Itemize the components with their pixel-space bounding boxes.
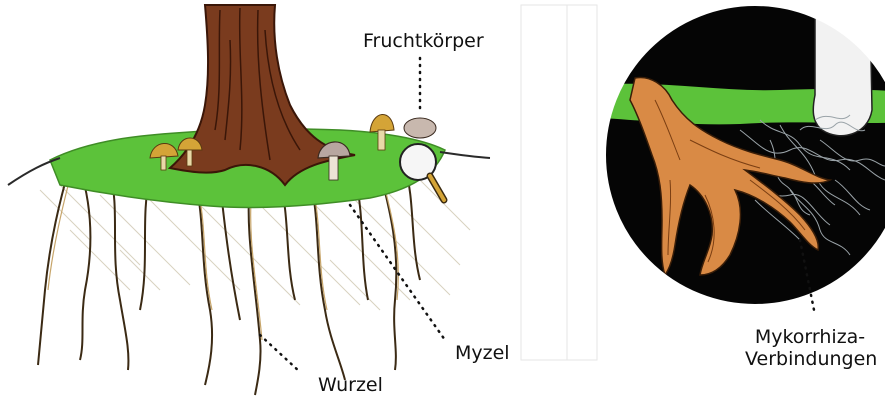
label-mycorrhiza: Mykorrhiza- Verbindungen [745,326,875,370]
label-mycelium: Myzel [455,342,510,364]
tree-illustration [8,5,490,395]
label-mycorrhiza-line1: Mykorrhiza- [745,326,875,348]
leader-root [260,335,300,372]
divider-panel [521,5,567,360]
fungus-stalk [813,5,872,136]
divider-panel [567,5,597,360]
magnified-view [600,5,885,315]
label-mycorrhiza-line2: Verbindungen [745,348,875,370]
label-root: Wurzel [318,374,383,396]
label-fruiting-body: Fruchtkörper [363,30,484,52]
